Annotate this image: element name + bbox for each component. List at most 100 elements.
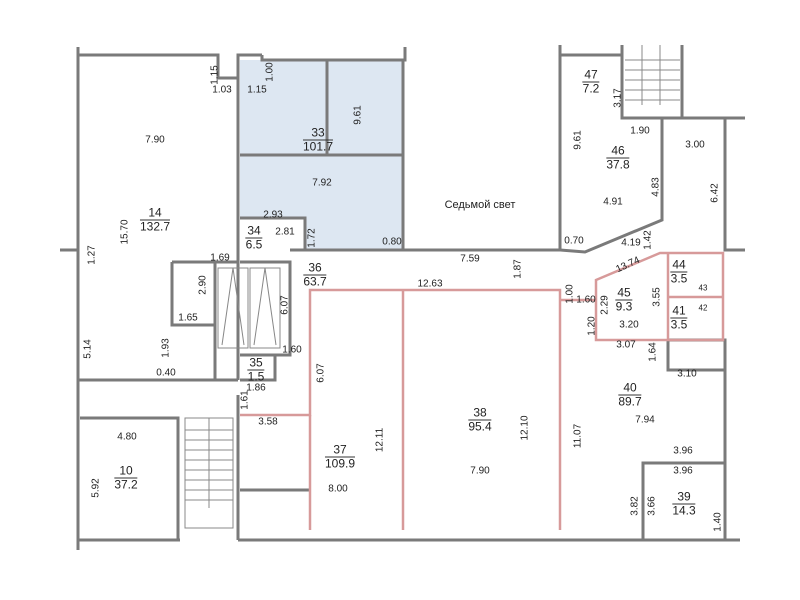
dimension-label: 1.15 xyxy=(247,84,267,96)
dimension-label: 1.64 xyxy=(647,342,659,362)
dimension-label: 42 xyxy=(698,303,708,313)
dimension-label: 6.07 xyxy=(315,363,327,383)
dimension-label: 7.94 xyxy=(635,414,655,426)
dimension-label: 3.00 xyxy=(685,139,705,151)
room-area: 7.2 xyxy=(582,81,600,96)
dimension-label: 3.20 xyxy=(619,319,639,331)
dimension-label: 4.80 xyxy=(117,431,137,443)
room-number: 37 xyxy=(324,443,356,458)
dimension-label: 4.83 xyxy=(650,177,662,197)
room-number: 44 xyxy=(670,257,688,273)
zone-label-seventh-light: Седьмой свет xyxy=(444,199,516,211)
room-area: 1.5 xyxy=(247,369,265,384)
room-area: 132.7 xyxy=(139,219,171,234)
room-number: 36 xyxy=(303,261,327,276)
room-number: 33 xyxy=(302,126,334,141)
dimension-label: 7.90 xyxy=(470,465,490,477)
dimension-label: 7.59 xyxy=(460,253,480,265)
dimension-label: 3.17 xyxy=(612,88,624,108)
dimension-label: 1.60 xyxy=(576,294,596,306)
room-number: 39 xyxy=(672,490,696,505)
dimension-label: 3.07 xyxy=(616,339,636,351)
dimension-label: 8.00 xyxy=(328,483,348,495)
dimension-label: 1.87 xyxy=(512,259,524,279)
dimension-label: 4.91 xyxy=(603,196,623,208)
dimension-label: 2.93 xyxy=(263,209,283,221)
dimension-label: 3.82 xyxy=(629,496,641,516)
room-number: 10 xyxy=(114,464,138,479)
room-number: 47 xyxy=(582,67,600,83)
room-number: 35 xyxy=(247,355,265,371)
dimension-label: 3.55 xyxy=(651,287,663,307)
room-area: 9.3 xyxy=(615,299,633,314)
dimension-label: 5.92 xyxy=(90,478,102,498)
dimension-label: 1.15 xyxy=(209,65,221,85)
room-number: 38 xyxy=(468,406,492,421)
room-number: 40 xyxy=(618,381,642,396)
dimension-label: 0.40 xyxy=(156,367,176,379)
dimension-label: 1.72 xyxy=(306,228,318,248)
dimension-label: 5.14 xyxy=(82,339,94,359)
room-area: 95.4 xyxy=(468,419,492,434)
dimension-label: 2.90 xyxy=(197,275,209,295)
dimension-label: 1.61 xyxy=(239,390,251,410)
room-number: 34 xyxy=(245,223,263,239)
dimension-label: 4.19 xyxy=(621,237,641,249)
room-area: 37.2 xyxy=(114,477,138,492)
dimension-label: 3.58 xyxy=(258,416,278,428)
dimension-label: 11.07 xyxy=(572,423,584,449)
dimension-label: 1.90 xyxy=(630,125,650,137)
room-number: 46 xyxy=(606,144,630,159)
room-area: 109.9 xyxy=(324,456,356,471)
dimension-label: 1.42 xyxy=(642,230,654,250)
stair-left xyxy=(184,417,234,529)
stair-top-right xyxy=(625,45,680,105)
room-area: 3.5 xyxy=(670,317,688,332)
room-number: 45 xyxy=(615,285,633,301)
dimension-label: 1.69 xyxy=(210,252,230,264)
room-area: 14.3 xyxy=(672,503,696,518)
dimension-label: 2.29 xyxy=(599,295,611,315)
room-number: 14 xyxy=(139,206,171,221)
dimension-label: 1.60 xyxy=(282,344,302,356)
dimension-label: 3.96 xyxy=(673,465,693,477)
dimension-label: 1.00 xyxy=(264,62,276,82)
dimension-label: 43 xyxy=(698,283,708,293)
room-area: 63.7 xyxy=(303,274,327,289)
red-boundaries xyxy=(240,251,725,530)
room-area: 101.7 xyxy=(302,139,334,154)
walls xyxy=(60,45,745,550)
dimension-label: 15.70 xyxy=(119,219,131,245)
room-area: 37.8 xyxy=(606,157,630,172)
dimension-label: 1.86 xyxy=(246,382,266,394)
dimension-label: 1.00 xyxy=(564,284,576,304)
dimension-label: 3.66 xyxy=(646,496,658,516)
dimension-label: 1.03 xyxy=(212,84,232,96)
dimension-label: 6.42 xyxy=(709,183,721,203)
dimension-label: 12.11 xyxy=(374,427,386,453)
dimension-label: 6.07 xyxy=(279,295,291,315)
dimension-label: 1.65 xyxy=(178,312,198,324)
dimension-label: 12.10 xyxy=(519,415,531,441)
dimension-label: 3.96 xyxy=(673,445,693,457)
elevators xyxy=(217,267,281,349)
dimension-label: 0.70 xyxy=(564,235,584,247)
room-area: 6.5 xyxy=(245,237,263,252)
room-area: 3.5 xyxy=(670,271,688,286)
